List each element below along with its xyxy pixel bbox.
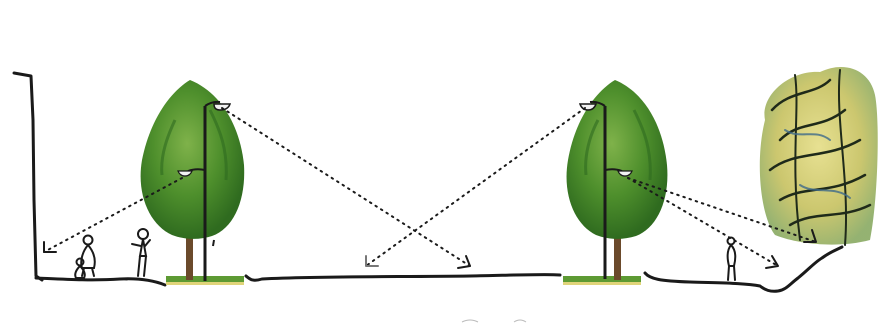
ground-line-sidewalk-left: [36, 278, 165, 285]
arrowheads: [44, 230, 816, 268]
shrub-icon: [760, 67, 878, 245]
arrowhead: [766, 256, 778, 268]
ground-line-sidewalk-right: [645, 247, 842, 291]
person-figure-icon: [132, 229, 150, 276]
sketch-mark: [213, 240, 214, 246]
building-wall: [14, 73, 42, 280]
person-figure-icon: [728, 238, 736, 281]
light-line: [366, 108, 585, 266]
ground-line-roadway: [246, 275, 560, 281]
grass-strip-right: [563, 276, 641, 285]
deciduous-tree-icon: [141, 80, 245, 280]
sketch-mark: [462, 320, 478, 322]
light-line: [222, 108, 470, 266]
sketch-mark: [514, 320, 526, 322]
deciduous-tree-icon: [567, 80, 668, 280]
